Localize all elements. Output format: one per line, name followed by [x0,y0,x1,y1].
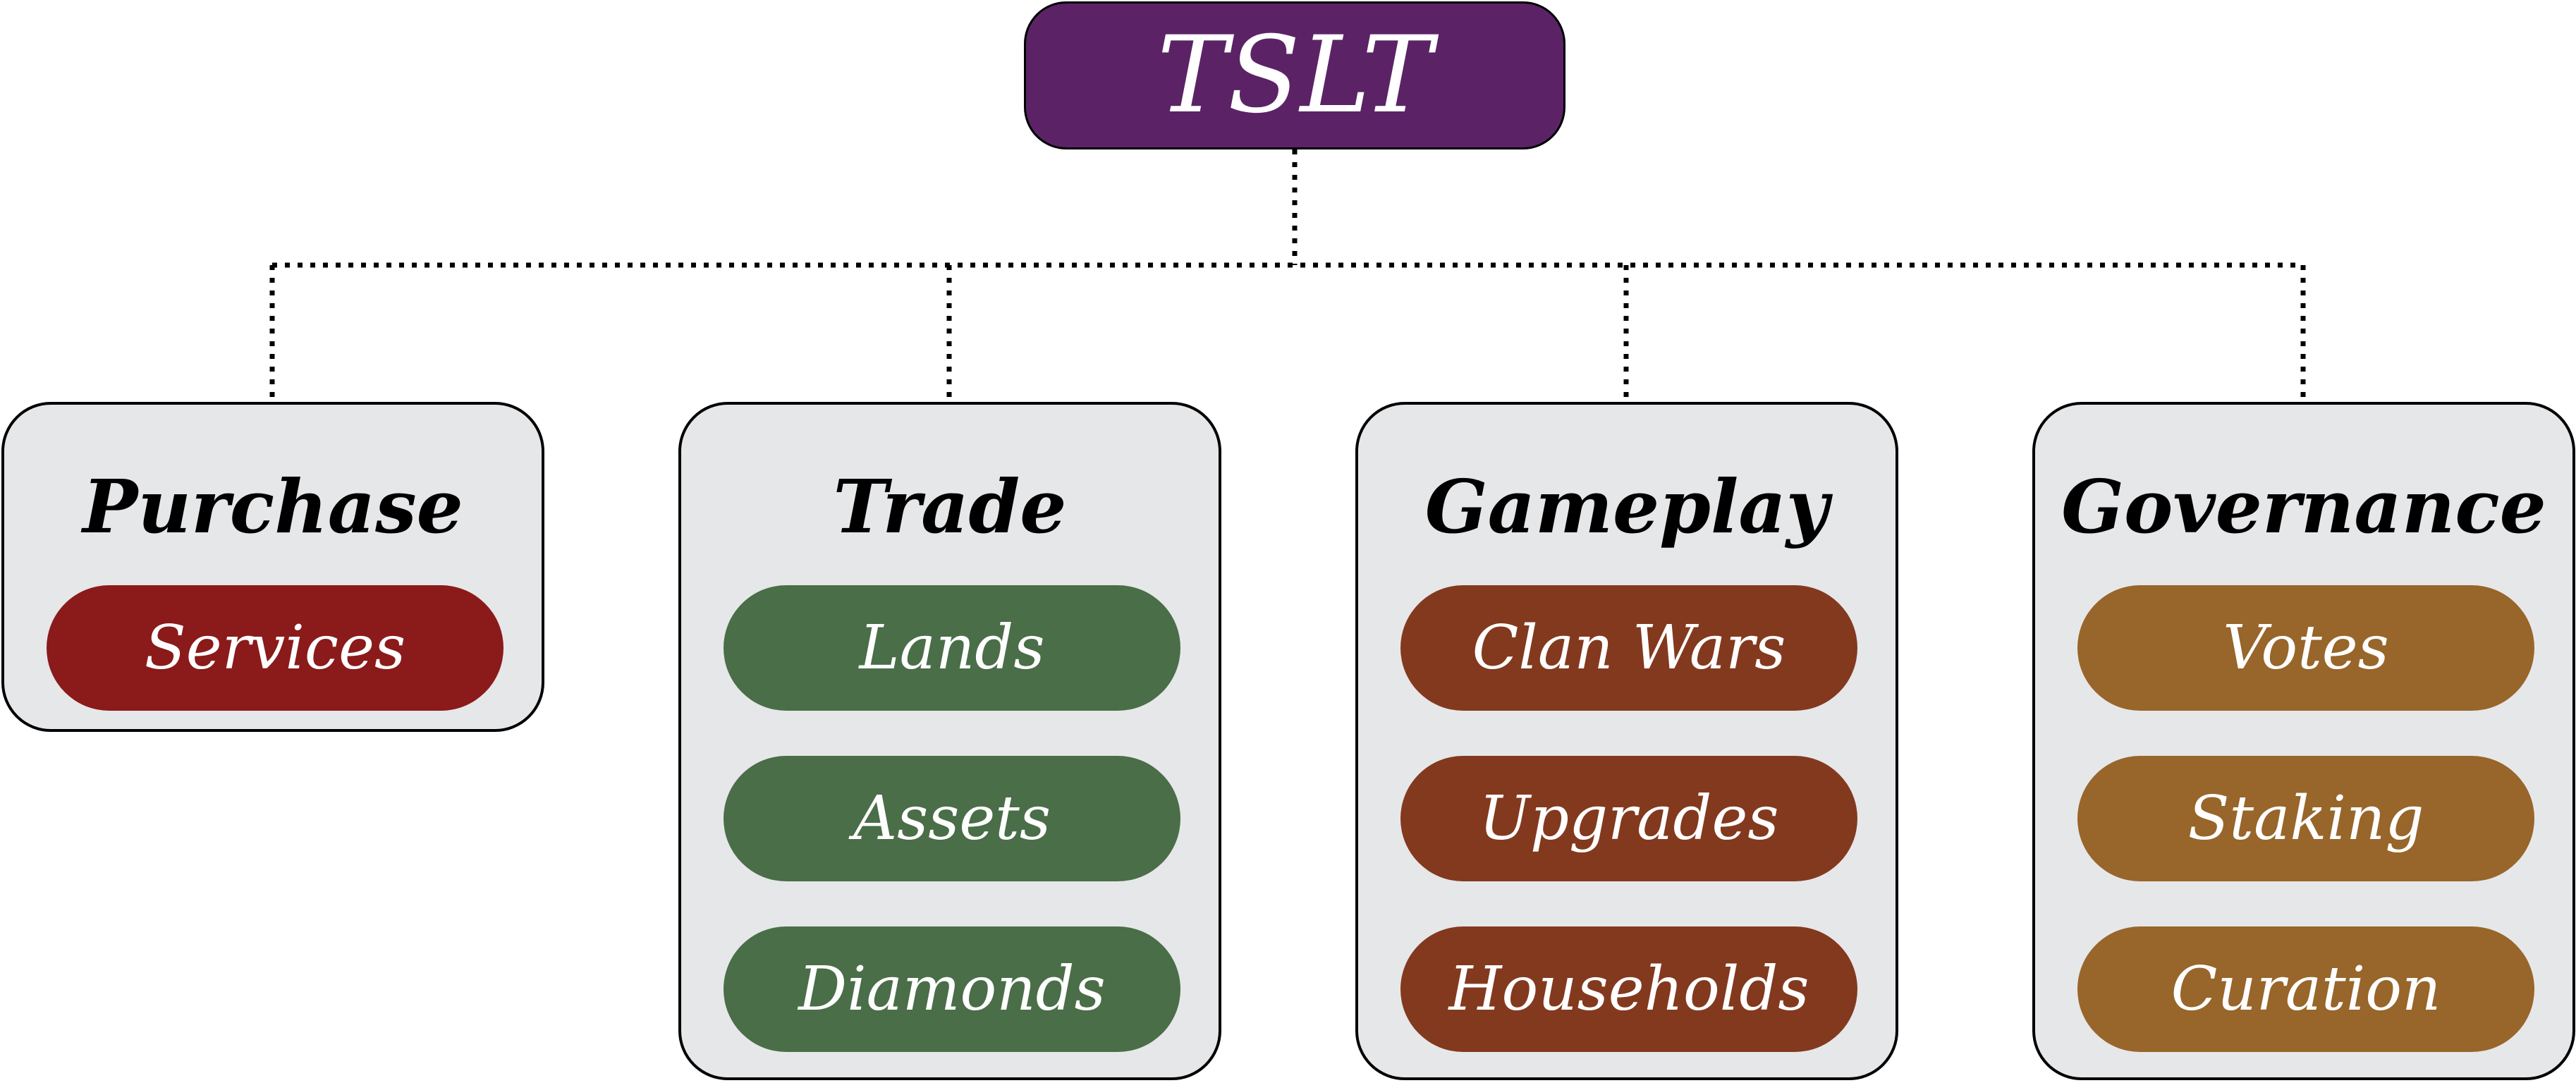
pill-households: Households [1400,926,1857,1052]
pill-upgrades: Upgrades [1400,756,1857,881]
pill-label: Upgrades [1479,783,1779,854]
category-panel-purchase: Purchase Services [1,402,544,732]
pill-label: Diamonds [798,954,1106,1024]
category-title-governance: Governance [2061,463,2546,550]
pill-curation: Curation [2077,926,2534,1052]
pill-diamonds: Diamonds [724,926,1180,1052]
root-label: TSLT [1156,14,1433,137]
pill-label: Curation [2171,954,2441,1024]
pill-clan-wars: Clan Wars [1400,585,1857,711]
pill-label: Assets [853,783,1051,854]
pill-label: Clan Wars [1472,613,1786,683]
pill-votes: Votes [2077,585,2534,711]
pill-assets: Assets [724,756,1180,881]
category-panel-gameplay: Gameplay Clan Wars Upgrades Households [1355,402,1898,1080]
pill-label: Households [1448,954,1809,1024]
pill-label: Votes [2223,613,2389,683]
category-title-trade: Trade [833,463,1067,550]
category-panel-governance: Governance Votes Staking Curation [2032,402,2575,1080]
pill-label: Staking [2187,783,2424,854]
pill-label: Lands [859,613,1045,683]
pill-services: Services [47,585,503,711]
category-panel-trade: Trade Lands Assets Diamonds [678,402,1221,1080]
category-title-gameplay: Gameplay [1424,463,1829,550]
category-title-purchase: Purchase [83,463,463,550]
pill-label: Services [144,613,406,683]
root-node-tslt: TSLT [1024,1,1565,149]
pill-lands: Lands [724,585,1180,711]
pill-staking: Staking [2077,756,2534,881]
